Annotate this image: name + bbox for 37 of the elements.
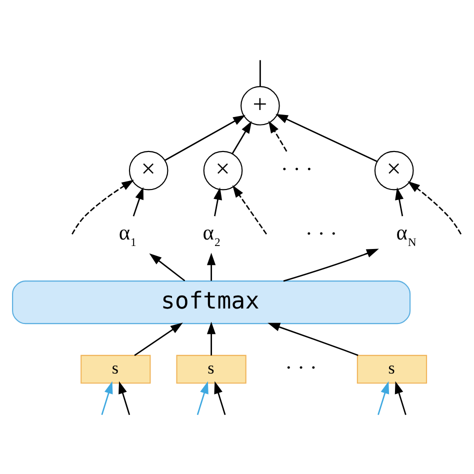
node-text: · · · bbox=[305, 221, 338, 246]
arrow bbox=[118, 380, 130, 415]
node-text: · · · bbox=[285, 355, 318, 380]
arrow bbox=[134, 322, 183, 356]
arrow bbox=[72, 179, 134, 234]
node-circle: × bbox=[203, 150, 243, 190]
arrow bbox=[232, 120, 252, 154]
arrow bbox=[206, 252, 216, 280]
node-box: s bbox=[356, 354, 428, 384]
connector bbox=[260, 60, 261, 86]
arrow bbox=[164, 114, 246, 160]
node-box: s bbox=[80, 354, 151, 384]
node-text: α$_{2}$ bbox=[202, 220, 220, 249]
arrow bbox=[196, 380, 208, 415]
arrow bbox=[268, 322, 358, 356]
node-circle: × bbox=[374, 150, 414, 190]
arrow bbox=[101, 380, 113, 415]
arrow bbox=[214, 186, 222, 216]
arrow bbox=[149, 252, 186, 281]
arrow bbox=[395, 186, 404, 216]
arrow bbox=[378, 380, 390, 415]
node-box: s bbox=[176, 354, 246, 384]
node-text: · · · bbox=[280, 156, 313, 180]
arrow bbox=[276, 113, 378, 162]
node-circle: + bbox=[240, 86, 280, 125]
arrow bbox=[214, 380, 226, 415]
arrow bbox=[232, 184, 267, 234]
arrow bbox=[132, 186, 144, 216]
arrow bbox=[394, 380, 406, 415]
node-box: softmax bbox=[12, 280, 411, 324]
arrow bbox=[206, 321, 216, 355]
node-text: α$_{N}$ bbox=[396, 220, 416, 249]
arrow bbox=[283, 248, 379, 282]
node-circle: × bbox=[128, 150, 168, 190]
arrow bbox=[268, 120, 288, 152]
node-text: α$_{1}$ bbox=[118, 220, 136, 249]
arrow bbox=[408, 180, 462, 234]
